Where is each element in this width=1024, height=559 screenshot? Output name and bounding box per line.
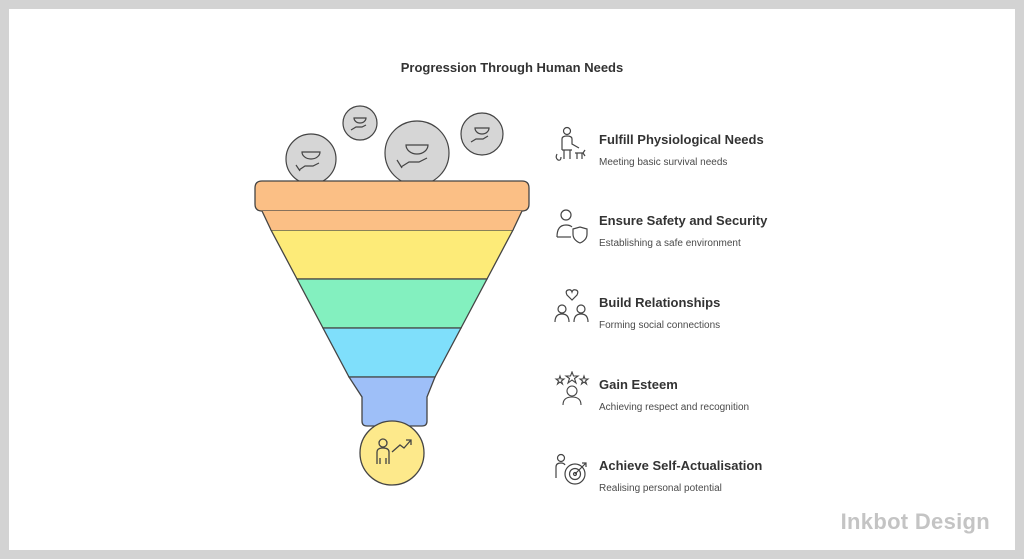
step-description: Realising personal potential: [599, 483, 722, 494]
target-arrow-icon: [555, 453, 587, 485]
bottom-output-circle: [359, 420, 425, 486]
person-growth-arrow-icon: [376, 438, 412, 464]
step-description: Meeting basic survival needs: [599, 157, 728, 168]
watermark-logo: Inkbot Design: [840, 509, 990, 534]
step-title: Gain Esteem: [599, 377, 678, 392]
step-description: Establishing a safe environment: [599, 238, 741, 249]
step-self-actualisation: Achieve Self-Actualisation Realising per…: [553, 452, 883, 512]
funnel-layer-1: [254, 180, 530, 212]
funnel-layer-3: [295, 278, 489, 329]
coin-hand-bowl-icon: [342, 105, 378, 141]
funnel-layer-5: [347, 376, 436, 427]
funnel-layer-4: [321, 327, 463, 378]
canvas: [9, 9, 1015, 550]
step-title: Achieve Self-Actualisation: [599, 458, 763, 473]
person-shield-icon: [556, 209, 588, 244]
person-stars-icon: [554, 371, 590, 406]
step-title: Fulfill Physiological Needs: [599, 132, 764, 147]
step-title: Ensure Safety and Security: [599, 213, 768, 228]
funnel-layer-2: [269, 229, 515, 280]
coin-hand-bowl-icon: [285, 133, 337, 185]
person-with-dog-icon: [555, 126, 586, 161]
coin-hand-bowl-icon: [384, 120, 450, 186]
step-safety: Ensure Safety and Security Establishing …: [553, 207, 883, 267]
step-description: Achieving respect and recognition: [599, 402, 750, 413]
step-description: Forming social connections: [599, 320, 721, 331]
two-people-heart-icon: [554, 289, 589, 323]
step-physiological: Fulfill Physiological Needs Meeting basi…: [553, 126, 883, 186]
diagram-title: Progression Through Human Needs: [400, 60, 624, 75]
step-title: Build Relationships: [599, 295, 721, 310]
coin-hand-bowl-icon: [460, 112, 504, 156]
step-esteem: Gain Esteem Achieving respect and recogn…: [553, 371, 883, 431]
step-relationships: Build Relationships Forming social conne…: [553, 289, 883, 349]
